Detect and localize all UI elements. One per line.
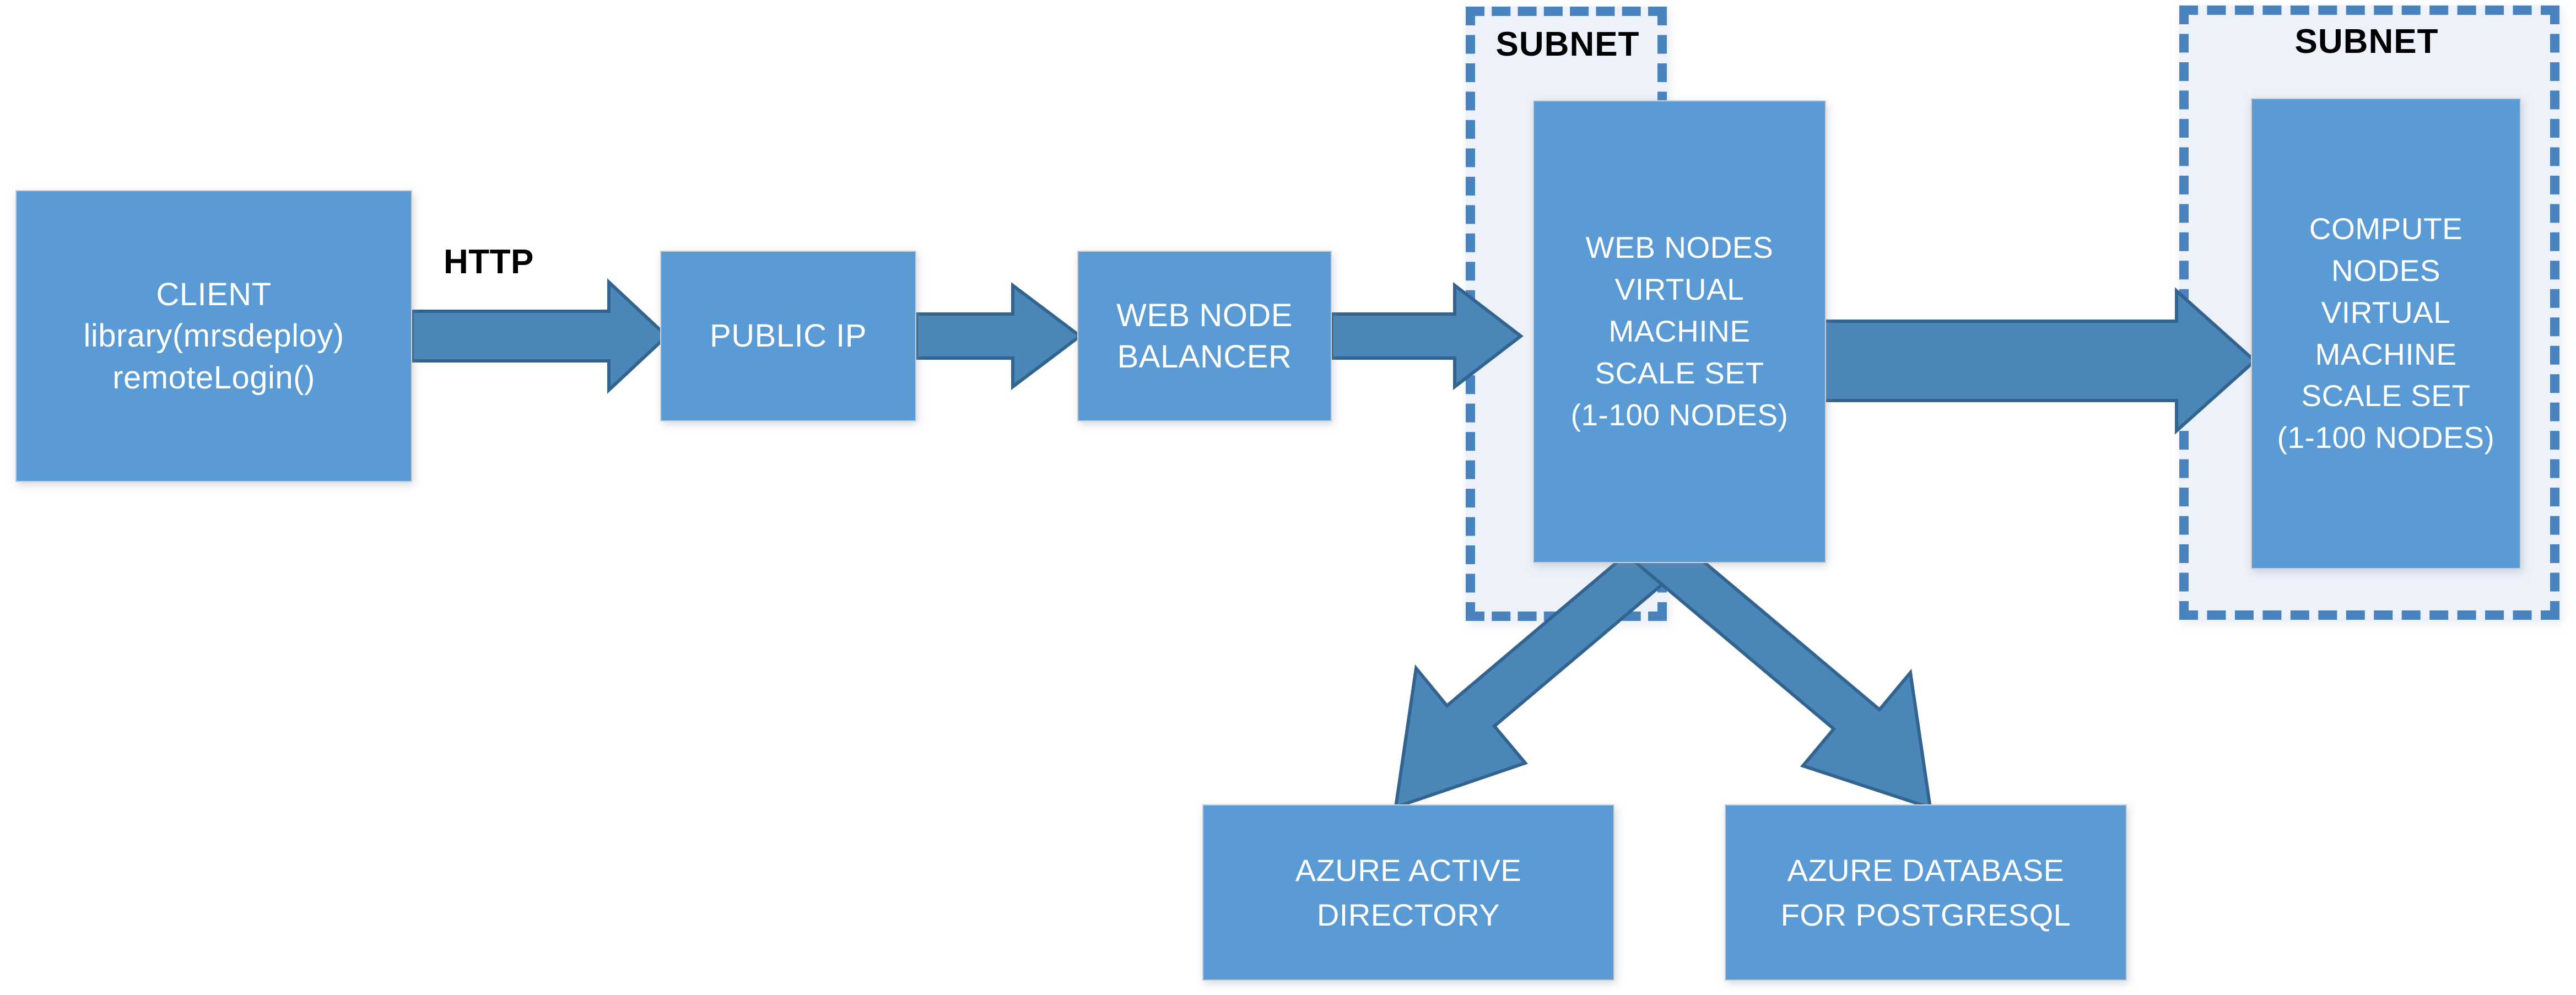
node-public-ip[interactable]: PUBLIC IP [660, 251, 916, 421]
node-web-node-balancer[interactable]: WEB NODE BALANCER [1077, 251, 1332, 421]
node-azure-database-postgresql[interactable]: AZURE DATABASE FOR POSTGRESQL [1725, 804, 2127, 981]
subnet-label-web: SUBNET [1495, 25, 1640, 63]
node-client[interactable]: CLIENT library(mrsdeploy) remoteLogin() [15, 190, 412, 482]
node-web-nodes-vmss[interactable]: WEB NODES VIRTUAL MACHINE SCALE SET (1-1… [1533, 100, 1826, 563]
node-compute-nodes-vmss[interactable]: COMPUTE NODES VIRTUAL MACHINE SCALE SET … [2251, 98, 2521, 569]
edge-label-http: HTTP [444, 243, 534, 281]
arrow-client-to-public-ip [411, 278, 669, 394]
arrow-public-ip-to-balancer [915, 282, 1083, 391]
arrow-web-nodes-to-postgresql [1619, 530, 1932, 810]
subnet-label-compute: SUBNET [2294, 23, 2439, 61]
node-azure-active-directory[interactable]: AZURE ACTIVE DIRECTORY [1202, 804, 1614, 981]
